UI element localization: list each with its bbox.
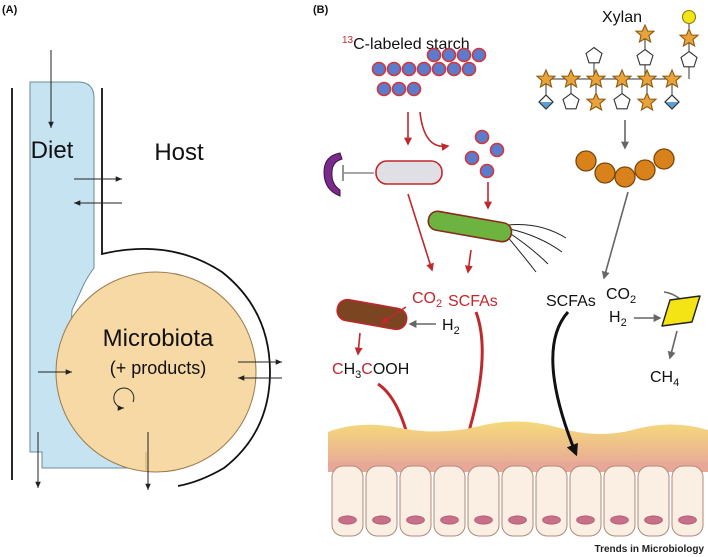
products-label: (+ products) bbox=[110, 358, 207, 378]
panel-b: (B) 13C-labeled starch bbox=[313, 4, 708, 537]
starch-degrader-cell bbox=[375, 160, 443, 185]
methanogen-cell bbox=[661, 295, 701, 327]
green-bacterium bbox=[427, 210, 567, 273]
scfa-absorption-arrow-black bbox=[551, 311, 578, 457]
scfas-right: SCFAs bbox=[546, 293, 596, 310]
h2-left: H2 bbox=[442, 317, 460, 337]
red-arrows bbox=[354, 111, 492, 356]
panel-a: (A) Diet Host Microbiota (+ products) bbox=[2, 4, 282, 490]
host-label: Host bbox=[154, 139, 204, 166]
co2-left: CO2 bbox=[412, 290, 442, 310]
starch-chain bbox=[371, 47, 487, 97]
host-wall bbox=[101, 88, 271, 487]
starch-label-text: C-labeled starch bbox=[353, 36, 470, 53]
microbiota-label: Microbiota bbox=[103, 325, 214, 352]
free-glucose bbox=[464, 129, 505, 179]
recycle-loop-arrow bbox=[113, 387, 135, 411]
purple-curved-microbe bbox=[323, 152, 343, 197]
starch-isotope: 13 bbox=[342, 35, 354, 46]
acetic-acid: CH3COOH bbox=[332, 361, 409, 381]
diet-label: Diet bbox=[31, 137, 74, 164]
journal-credit: Trends in Microbiology bbox=[595, 544, 705, 555]
panel-a-label: (A) bbox=[2, 4, 18, 16]
xylose-chain bbox=[575, 148, 675, 188]
acetogen-cell bbox=[336, 298, 408, 331]
panel-b-label: (B) bbox=[313, 4, 329, 16]
xylan-label: Xylan bbox=[602, 9, 642, 26]
ch4-label: CH4 bbox=[650, 369, 679, 389]
co2-right: CO2 bbox=[606, 286, 636, 306]
scfas-left: SCFAs bbox=[448, 293, 498, 310]
xylan-structure bbox=[536, 9, 699, 111]
h2-right: H2 bbox=[609, 309, 627, 329]
gut-epithelium bbox=[328, 421, 708, 537]
starch-label: 13C-labeled starch bbox=[342, 35, 470, 53]
